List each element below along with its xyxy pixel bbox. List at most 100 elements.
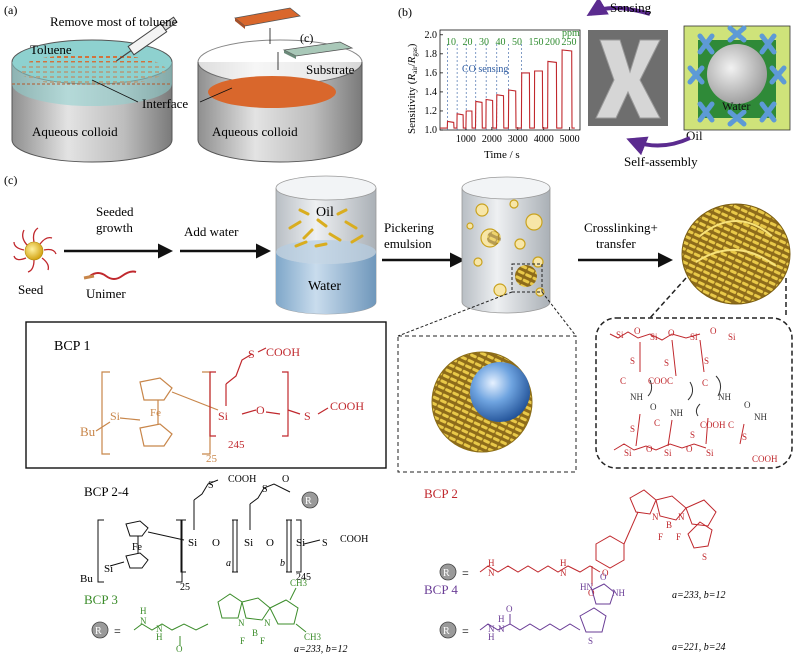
water-label-c: Water	[308, 279, 341, 294]
colloid-left-label: Aqueous colloid	[32, 124, 118, 139]
panel-c: (c) Seed Unimer Seeded growth Add water	[4, 173, 791, 473]
bcp24-structure: BCP 2-4 Fe Si Bu 25 Si O a Si O b Si	[80, 474, 368, 593]
chart-y-label: Sensitivity (Rair/Rgas)	[406, 43, 419, 134]
bcp3-ch3-2: CH3	[304, 632, 322, 642]
bcp1-n25: 25	[206, 453, 218, 465]
chart-y-ticks: 1.01.21.41.61.82.0	[425, 30, 443, 136]
emulsion-cylinder	[461, 176, 551, 314]
ppm-value-label: 30	[479, 37, 489, 48]
bcp24-bu: Bu	[80, 573, 93, 585]
sem-image	[588, 30, 668, 126]
xl-c-1: C	[620, 376, 626, 386]
substrate-label: Substrate	[306, 62, 355, 77]
remove-toluene-label: Remove most of toluene	[50, 14, 178, 29]
bcp2-f-1: F	[658, 532, 663, 542]
syringe-icon	[115, 16, 178, 62]
beaker-right	[197, 39, 363, 163]
x-tick-label: 2000	[482, 134, 502, 145]
bcp3-r-label: R	[95, 626, 102, 637]
bcp2-title: BCP 2	[424, 486, 458, 501]
bcp2-params: a=233, b=12	[672, 590, 726, 601]
bcp3-r-group	[91, 621, 109, 639]
sensing-label: Sensing	[610, 0, 652, 15]
bcp2-s: S	[702, 552, 707, 562]
bcp4-n-2: N	[498, 624, 505, 634]
bcp24-fe: Fe	[132, 542, 143, 553]
crosslink-label-1: Crosslinking+	[584, 220, 658, 235]
chart-x-label: Time / s	[484, 149, 520, 161]
bcp3-o: O	[176, 644, 183, 654]
bcp2-n-3: N	[652, 512, 659, 522]
xl-si-7: Si	[706, 448, 714, 458]
x-tick-label: 3000	[508, 134, 528, 145]
bcp4-title: BCP 4	[424, 582, 458, 597]
bcp24-cooh-1: COOH	[228, 474, 256, 485]
bcp1-s-1: S	[248, 347, 255, 361]
bcp2-h-1: H	[488, 558, 495, 568]
substrate-slide-bottom	[282, 41, 354, 59]
bcp1-cooh-1: COOH	[266, 345, 300, 359]
bcp4-h-2: H	[498, 614, 505, 624]
bcp24-si-2: Si	[188, 537, 197, 549]
xl-cooc: COOC	[648, 376, 673, 386]
bcp1-structure-box: BCP 1 Fe Si Bu 25 S COOH	[25, 321, 387, 469]
xl-s-4: S	[630, 424, 635, 434]
sub-c-label: (c)	[300, 31, 313, 45]
xl-si-1: Si	[616, 330, 624, 340]
xl-o-6: O	[646, 444, 653, 454]
bcp24-si-4: Si	[296, 537, 305, 549]
panel-a: (a) Toluene Aqueous colloid Remove most …	[4, 3, 363, 163]
chart-series	[440, 49, 575, 129]
xl-o-7: O	[686, 444, 693, 454]
bcp3-ch3-1: CH3	[290, 578, 308, 588]
xl-cooh-2: COOH	[752, 454, 778, 464]
bcp3-structure: BCP 3 R = H N H N O N B N F F CH3 CH3 a=…	[84, 578, 348, 655]
crosslink-label-2: transfer	[596, 236, 636, 251]
ppm-unit-label: ppm	[562, 28, 580, 39]
bcp24-o-3: O	[282, 474, 289, 485]
bcp4-hn: HN	[580, 582, 594, 592]
pickering-label-2: emulsion	[384, 236, 432, 251]
bcp3-n-4: N	[264, 618, 271, 628]
zoomed-emulsion-droplet	[397, 335, 577, 473]
bcp2-o-2: O	[602, 568, 609, 578]
bcp3-f-2: F	[260, 636, 265, 646]
bcp2-h-2: H	[560, 558, 567, 568]
bcp4-nh: NH	[612, 588, 626, 598]
bcp1-bu: Bu	[80, 424, 96, 439]
bcp24-si-1: Si	[104, 563, 113, 575]
bcp24-r-label: R	[305, 496, 312, 507]
xl-si-3: Si	[690, 332, 698, 342]
y-tick-label: 1.8	[425, 49, 438, 60]
bcp2-o-1: O	[588, 588, 595, 598]
bcp1-cooh-2: COOH	[330, 399, 364, 413]
ppm-value-label: 250	[562, 37, 577, 48]
panel-b-label: (b)	[398, 5, 412, 19]
bcp4-o-1: O	[506, 604, 513, 614]
bcp3-params: a=233, b=12	[294, 644, 348, 655]
bcp24-n245: 245	[296, 572, 311, 583]
xl-s-5: S	[690, 430, 695, 440]
xl-nh-4: NH	[754, 412, 767, 422]
oil-label-c: Oil	[316, 205, 334, 220]
unimer-label: Unimer	[86, 286, 126, 301]
xl-o-5: O	[744, 400, 751, 410]
xl-si-6: Si	[664, 448, 672, 458]
bcp2-equals: =	[462, 566, 469, 580]
oil-water-cylinder	[275, 175, 377, 315]
xl-s-3: S	[704, 356, 709, 366]
bcp24-o-2: O	[266, 537, 274, 549]
xl-c-4: C	[728, 420, 734, 430]
bcp4-params: a=221, b=24	[672, 642, 726, 653]
interface-label: Interface	[142, 96, 188, 111]
y-tick-label: 1.4	[425, 87, 438, 98]
bcp1-title: BCP 1	[54, 339, 90, 354]
bcp3-equals: =	[114, 624, 121, 638]
seed-label: Seed	[18, 282, 44, 297]
bcp24-s-3: S	[322, 538, 328, 549]
xl-s-2: S	[664, 358, 669, 368]
bcp4-n-1: N	[488, 624, 495, 634]
bcp24-cooh-2: COOH	[340, 534, 368, 545]
bcp24-b: b	[280, 558, 285, 569]
